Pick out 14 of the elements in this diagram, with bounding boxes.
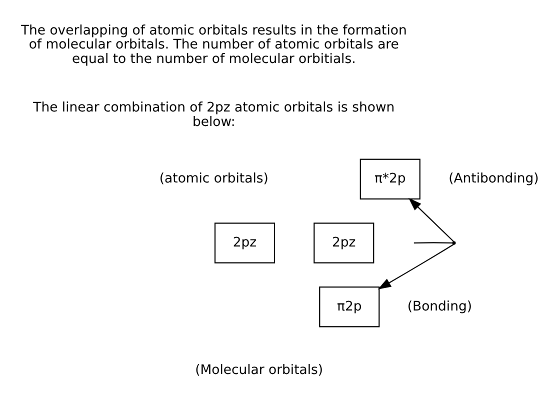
label: The linear combination of 2pz atomic orbitals is shown below: — [33, 100, 395, 130]
node-box: π2p — [319, 286, 380, 327]
node-box: 2pz — [314, 222, 374, 263]
label: The overlapping of atomic orbitals results in the formation of molecular orbitals. The number of atomic orbitals are equal to the number of molecular orbitials. — [20, 22, 407, 67]
node-label: (Antibonding) — [448, 171, 539, 186]
node-point — [452, 240, 456, 244]
node-box: 2pz — [214, 222, 276, 263]
node-label: (Bonding) — [407, 298, 472, 314]
label: (Molecular orbitals) — [195, 362, 324, 378]
arrow — [408, 197, 454, 242]
connector — [414, 242, 453, 244]
label: (atomic orbitals) — [159, 171, 268, 186]
arrow — [378, 243, 454, 289]
node-box: π*2p — [360, 158, 420, 199]
